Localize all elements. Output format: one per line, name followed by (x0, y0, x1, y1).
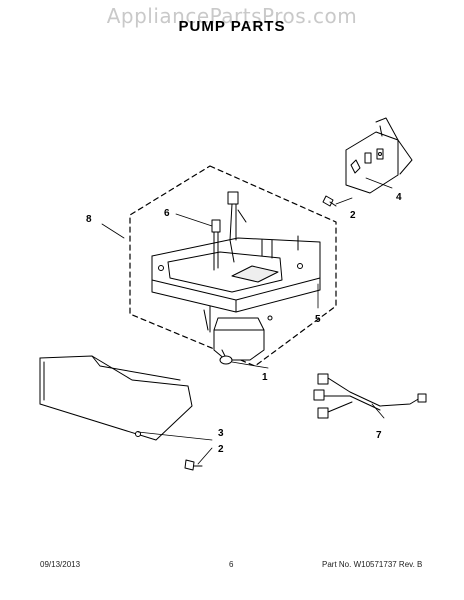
callout-4: 4 (396, 192, 402, 203)
leader-lines (101, 177, 393, 465)
footer-page-number: 6 (229, 560, 234, 569)
assembly-boundary (129, 165, 337, 367)
screw-part-2-bottom (184, 459, 203, 471)
callout-1: 1 (262, 372, 268, 383)
callout-8: 8 (86, 214, 92, 225)
pump-motor-part-1 (203, 305, 265, 365)
callout-5: 5 (315, 314, 321, 325)
callout-2-top: 2 (350, 210, 356, 221)
screw-part-2-top (322, 195, 337, 207)
callout-7: 7 (376, 430, 382, 441)
callout-2-bottom: 2 (218, 444, 224, 455)
footer-date: 09/13/2013 (40, 560, 81, 569)
footer-part-number: Part No. W10571737 Rev. B (322, 560, 423, 569)
callout-3: 3 (218, 428, 224, 439)
bracket-part-4 (345, 117, 413, 194)
callout-6: 6 (164, 208, 170, 219)
wire-harness-part-7 (313, 373, 427, 419)
wire-connector-part-6 (211, 191, 247, 271)
page-title: PUMP PARTS (178, 18, 286, 35)
pump-tray-part-5 (151, 235, 321, 321)
cover-part-3 (39, 355, 193, 441)
watermark: AppliancePartsPros.com (106, 4, 358, 28)
